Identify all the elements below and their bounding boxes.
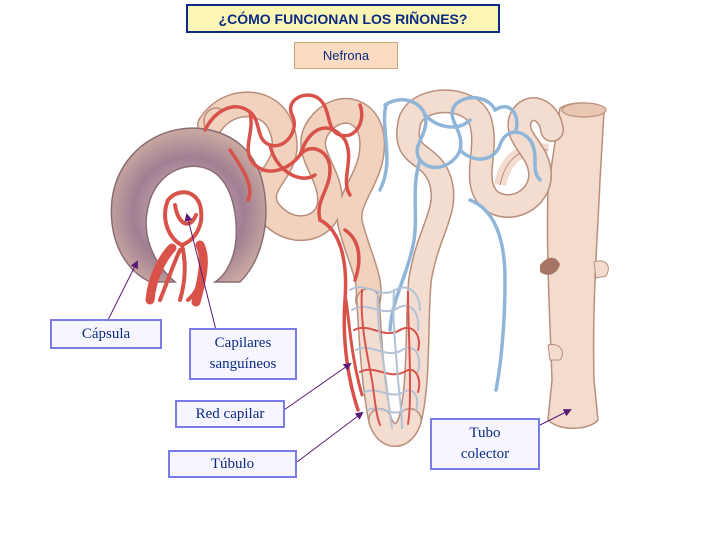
label-capsula-text: Cápsula [81,325,131,342]
label-tubo-colector-text: Tubo colector [460,425,510,462]
label-tubulo: Túbulo [168,450,297,478]
label-capilares-sanguineos: Capilares sanguíneos [189,328,297,380]
peritubular-red-vessels [203,93,364,412]
label-red-capilar: Red capilar [175,400,285,428]
collecting-duct [494,102,609,429]
label-arrows [107,213,572,463]
label-tubulo-text: Túbulo [210,455,255,472]
label-capilares-text: Capilares sanguíneos [209,335,277,372]
label-red-capilar-text: Red capilar [195,405,265,422]
glomerulus [145,190,208,307]
label-capsula: Cápsula [50,319,162,349]
tubule-loops [197,89,564,447]
page-title: ¿CÓMO FUNCIONAN LOS RIÑONES? [186,4,500,33]
label-tubo-colector: Tubo colector [430,418,540,470]
diagram-subtitle: Nefrona [294,42,398,69]
capillary-network [344,286,421,429]
